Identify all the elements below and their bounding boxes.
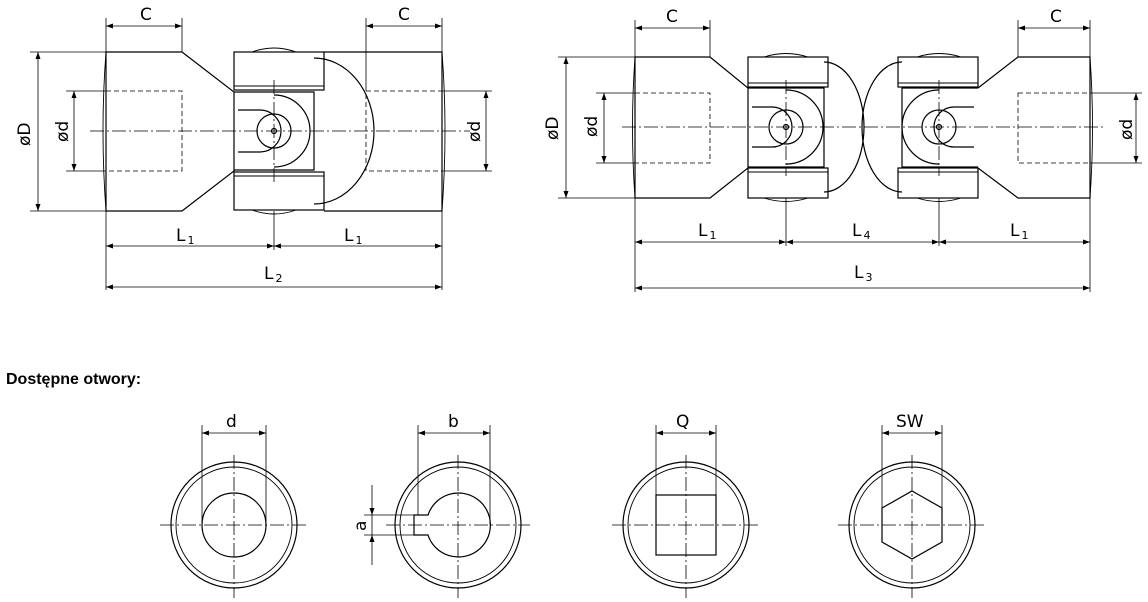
svg-text:L4: L4	[852, 221, 870, 242]
double-L1-left-label: L	[698, 221, 708, 241]
svg-text:L1: L1	[344, 226, 362, 247]
square-bore-drawing: Q	[612, 412, 760, 598]
single-d-right-diam-symbol: ø	[465, 132, 485, 142]
svg-text:L2: L2	[264, 264, 282, 285]
double-L3-label: L	[854, 263, 864, 283]
double-c-right-label: C	[1050, 7, 1062, 27]
hex-bore-label: SW	[896, 412, 924, 432]
keyed-bore-a-label: a	[351, 521, 371, 531]
single-D-label: D	[15, 123, 35, 136]
svg-text:L1: L1	[698, 221, 716, 242]
double-d-left-diam-symbol: ø	[582, 127, 602, 137]
double-L4-sub: 4	[863, 229, 870, 242]
double-L3-sub: 3	[865, 271, 872, 284]
svg-text:ød: ød	[53, 121, 73, 142]
svg-text:øD: øD	[15, 123, 35, 147]
square-bore-label: Q	[676, 412, 689, 432]
keyed-bore-label: b	[448, 412, 459, 432]
single-d-right-label: d	[465, 121, 485, 132]
single-L1-left-label: L	[176, 226, 186, 246]
svg-text:L3: L3	[854, 263, 872, 284]
single-L1-right-label: L	[344, 226, 354, 246]
svg-text:øD: øD	[543, 117, 563, 141]
double-D-label: D	[543, 117, 563, 130]
round-bore-label: d	[226, 412, 237, 432]
svg-text:ød: ød	[465, 121, 485, 142]
double-L1-left-sub: 1	[709, 229, 716, 242]
single-L1-left-sub: 1	[187, 234, 194, 247]
svg-text:ød: ød	[1117, 119, 1137, 140]
single-D-diam-symbol: ø	[15, 136, 35, 146]
double-d-right-label: d	[1117, 119, 1137, 130]
keyed-bore-drawing: b a	[351, 412, 530, 598]
double-L1-right-label: L	[1010, 221, 1020, 241]
double-L1-right-sub: 1	[1021, 229, 1028, 242]
single-d-left-diam-symbol: ø	[53, 132, 73, 142]
svg-text:L1: L1	[1010, 221, 1028, 242]
single-d-left-label: d	[53, 121, 73, 132]
single-c-right-label: C	[398, 5, 410, 25]
available-bores-heading: Dostępne otwory:	[6, 371, 142, 388]
svg-text:L1: L1	[176, 226, 194, 247]
svg-text:ød: ød	[582, 116, 602, 137]
single-L2-sub: 2	[275, 272, 282, 285]
single-c-left-label: C	[140, 5, 152, 25]
double-D-diam-symbol: ø	[543, 130, 563, 140]
double-L4-label: L	[852, 221, 862, 241]
double-d-left-label: d	[582, 116, 602, 127]
round-bore-drawing: d	[160, 412, 308, 598]
double-d-right-diam-symbol: ø	[1117, 130, 1137, 140]
double-c-left-label: C	[666, 7, 678, 27]
single-L1-right-sub: 1	[355, 234, 362, 247]
single-L2-label: L	[264, 264, 274, 284]
hex-bore-drawing: SW	[838, 412, 986, 598]
